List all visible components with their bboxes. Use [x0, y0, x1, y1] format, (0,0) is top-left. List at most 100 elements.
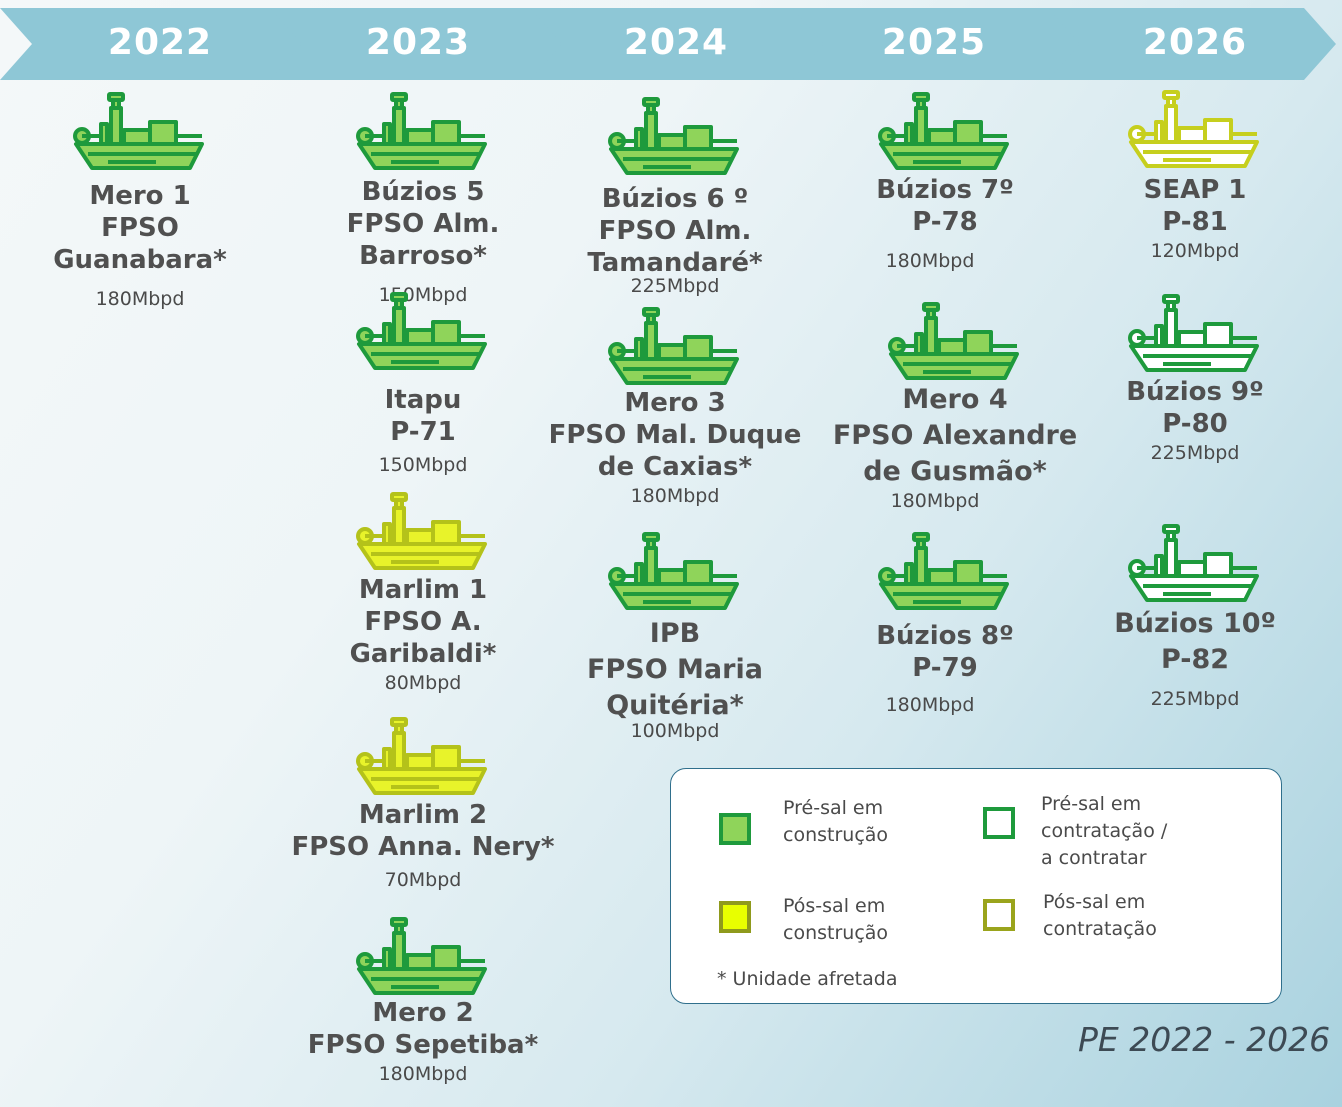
unit-name-line: P-79 [912, 653, 978, 683]
unit-name-line: Mero 3 [624, 388, 726, 418]
year-label-2022: 2022 [107, 22, 213, 63]
unit-capacity: 70Mbpd [384, 869, 462, 891]
ship-icon [1125, 292, 1265, 372]
ship-icon [353, 490, 493, 570]
unit-itapu: Itapu P-71 150Mbpd [283, 290, 563, 478]
chevron-2022 [0, 8, 304, 80]
unit-capacity: 180Mbpd [890, 490, 980, 512]
unit-name-line: FPSO Maria [587, 654, 763, 685]
legend-swatch-pos-sal-construction [719, 901, 751, 933]
unit-name-line: Búzios 9º [1126, 377, 1264, 407]
ship-icon [353, 715, 493, 795]
unit-buzios-9: Búzios 9º P-80 225Mbpd [1075, 292, 1315, 466]
unit-name-line: FPSO A. [364, 607, 482, 637]
unit-name-line: P-81 [1162, 207, 1228, 237]
unit-name-line: FPSO Anna. Nery* [291, 832, 555, 862]
ship-icon [353, 915, 493, 995]
unit-buzios-5: Búzios 5 FPSO Alm. Barroso* 150Mbpd [283, 90, 563, 308]
ship-icon [605, 530, 745, 610]
year-label-2024: 2024 [623, 22, 729, 63]
unit-name-line: Quitéria* [606, 690, 744, 721]
unit-marlim-1: Marlim 1 FPSO A. Garibaldi* 80Mbpd [283, 490, 563, 696]
unit-name-line: Tamandaré* [587, 248, 763, 278]
year-label-2026: 2026 [1142, 22, 1248, 63]
timeline-chevrons [0, 8, 1336, 80]
unit-buzios-8: Búzios 8º P-79 180Mbpd [815, 530, 1075, 718]
unit-mero-3: Mero 3 FPSO Mal. Duque de Caxias* 180Mbp… [545, 305, 805, 509]
unit-name-line: Búzios 6 º [601, 184, 749, 214]
unit-name-line: P-82 [1160, 644, 1230, 675]
unit-name-line: P-78 [912, 207, 978, 237]
unit-capacity: 80Mbpd [384, 672, 462, 694]
unit-name-line: Búzios 5 [361, 177, 485, 207]
unit-name-line: de Caxias* [597, 452, 753, 482]
legend-swatch-pos-sal-contracting [983, 899, 1015, 931]
unit-capacity: 180Mbpd [885, 250, 975, 272]
unit-name-line: FPSO Mal. Duque [548, 420, 802, 450]
chevron-2026 [1048, 8, 1336, 80]
unit-name-line: P-80 [1162, 409, 1228, 439]
unit-name-line: FPSO Guanabara* [53, 213, 227, 275]
unit-name-line: Marlim 1 [358, 575, 488, 605]
legend-box: Pré-sal em construção Pré-sal em contrat… [670, 768, 1282, 1004]
unit-marlim-2: Marlim 2 FPSO Anna. Nery* 70Mbpd [283, 715, 563, 893]
unit-mero-2: Mero 2 FPSO Sepetiba* 180Mbpd [283, 915, 563, 1087]
ship-icon [605, 95, 745, 175]
unit-capacity: 180Mbpd [885, 694, 975, 716]
legend-label-pre-sal-construction: Pré-sal em construção [783, 797, 889, 846]
unit-buzios-10: Búzios 10º P-82 225Mbpd [1075, 522, 1315, 712]
chevron-2024 [530, 8, 826, 80]
year-label-2023: 2023 [365, 22, 471, 63]
unit-capacity: 180Mbpd [378, 1063, 468, 1085]
unit-capacity: 180Mbpd [630, 485, 720, 507]
unit-name-line: Marlim 2 [358, 800, 488, 830]
legend-footnote: * Unidade afretada [717, 968, 898, 990]
unit-capacity: 225Mbpd [630, 275, 720, 297]
plan-period-label: PE 2022 - 2026 [1078, 1020, 1331, 1059]
unit-name-line: Garibaldi* [349, 639, 497, 669]
ship-icon [353, 90, 493, 170]
unit-capacity: 225Mbpd [1150, 442, 1240, 464]
unit-name-line: Búzios 8º [876, 621, 1014, 651]
unit-name-line: Búzios 10º [1114, 608, 1276, 639]
ship-icon [885, 300, 1025, 380]
unit-name-line: FPSO Alm. Barroso* [346, 209, 500, 271]
legend-label-pre-sal-contracting: Pré-sal em contratação / a contratar [1041, 793, 1168, 869]
unit-name-line: FPSO Alm. [598, 216, 752, 246]
legend-swatch-pre-sal-contracting [983, 807, 1015, 839]
ship-icon [353, 290, 493, 370]
unit-name-line: Mero 1 [89, 181, 191, 211]
legend-label-pos-sal-contracting: Pós-sal em contratação [1043, 891, 1157, 940]
ship-icon [875, 90, 1015, 170]
unit-mero-1: Mero 1 FPSO Guanabara* 180Mbpd [20, 90, 260, 312]
chevron-2023 [270, 8, 564, 80]
unit-capacity: 120Mbpd [1150, 240, 1240, 262]
unit-seap-1: SEAP 1 P-81 120Mbpd [1075, 88, 1315, 264]
unit-name-line: Mero 4 [902, 384, 1008, 415]
unit-mero-4: Mero 4 FPSO Alexandre de Gusmão* 180Mbpd [825, 300, 1085, 514]
unit-capacity: 180Mbpd [95, 288, 185, 310]
chevron-2025 [792, 8, 1082, 80]
ship-icon [875, 530, 1015, 610]
unit-buzios-7: Búzios 7º P-78 180Mbpd [815, 90, 1075, 274]
timeline-banner [0, 8, 1336, 80]
year-label-2025: 2025 [881, 22, 987, 63]
unit-ipb: IPB FPSO Maria Quitéria* 100Mbpd [545, 530, 805, 744]
unit-name-line: Mero 2 [372, 998, 474, 1028]
ship-icon [1125, 88, 1265, 168]
unit-buzios-6: Búzios 6 º FPSO Alm. Tamandaré* 225Mbpd [545, 95, 805, 299]
unit-name-line: de Gusmão* [863, 456, 1047, 487]
unit-name-line: FPSO Sepetiba* [307, 1030, 539, 1060]
unit-capacity: 150Mbpd [378, 454, 468, 476]
unit-capacity: 225Mbpd [1150, 688, 1240, 710]
unit-name-line: Itapu [384, 385, 462, 415]
unit-name-line: SEAP 1 [1143, 175, 1247, 205]
unit-name-line: Búzios 7º [876, 175, 1014, 205]
ship-icon [1125, 522, 1265, 602]
legend-label-pos-sal-construction: Pós-sal em construção [783, 895, 889, 944]
ship-icon [605, 305, 745, 385]
legend-swatch-pre-sal-construction [719, 813, 751, 845]
ship-icon [70, 90, 210, 170]
unit-name-line: P-71 [390, 417, 456, 447]
unit-capacity: 100Mbpd [630, 720, 720, 742]
